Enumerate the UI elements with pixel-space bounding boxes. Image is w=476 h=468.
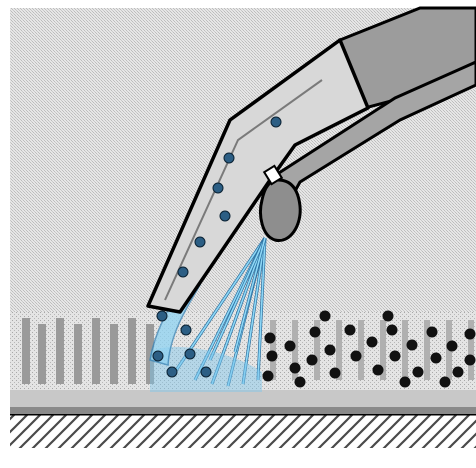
extracted-particle (213, 183, 223, 193)
extracted-particle (153, 351, 163, 361)
extracted-particle (271, 117, 281, 127)
extracted-particle (157, 311, 167, 321)
dirt-particle (427, 327, 438, 338)
dirt-particle (407, 340, 418, 351)
dirt-particle (290, 363, 301, 374)
dirt-particle (345, 325, 356, 336)
extracted-particle (181, 325, 191, 335)
dirt-particle (367, 337, 378, 348)
dirt-particle (447, 341, 458, 352)
carpet-strand (56, 318, 64, 384)
dirt-particle (465, 329, 476, 340)
dirt-particle (453, 367, 464, 378)
carpet-strand (22, 318, 30, 384)
carpet-strand (270, 320, 276, 380)
dirt-particle (310, 327, 321, 338)
dirt-particle (307, 355, 318, 366)
extracted-particle (224, 153, 234, 163)
dirt-particle (390, 351, 401, 362)
carpet-strand (128, 318, 136, 384)
extracted-particle (220, 211, 230, 221)
dirt-particle (373, 365, 384, 376)
carpet-strand (92, 318, 100, 384)
carpet-strand (358, 320, 364, 380)
dirt-particle (413, 367, 424, 378)
dirt-particle (285, 341, 296, 352)
dirt-particle (263, 371, 274, 382)
dirt-particle (330, 368, 341, 379)
dirt-particle (440, 377, 451, 388)
dirt-particle (431, 353, 442, 364)
extracted-particle (195, 237, 205, 247)
dirt-particle (295, 377, 306, 388)
dirt-particle (351, 351, 362, 362)
floor-hatched (10, 414, 476, 448)
carpet-strand (74, 324, 82, 384)
dirt-particle (465, 355, 476, 366)
carpet-backing-shadow (10, 407, 476, 414)
dirt-particle (325, 345, 336, 356)
extracted-particle (167, 367, 177, 377)
dirt-particle (265, 333, 276, 344)
extracted-particle (201, 367, 211, 377)
extracted-particle (185, 349, 195, 359)
dirt-particle (400, 377, 411, 388)
dirt-particle (383, 311, 394, 322)
dirt-particle (320, 311, 331, 322)
dirt-particle (267, 351, 278, 362)
extracted-particle (178, 267, 188, 277)
carpet-strand (38, 324, 46, 384)
dirt-particle (387, 325, 398, 336)
carpet-strand (110, 324, 118, 384)
carpet-strand (402, 320, 408, 380)
